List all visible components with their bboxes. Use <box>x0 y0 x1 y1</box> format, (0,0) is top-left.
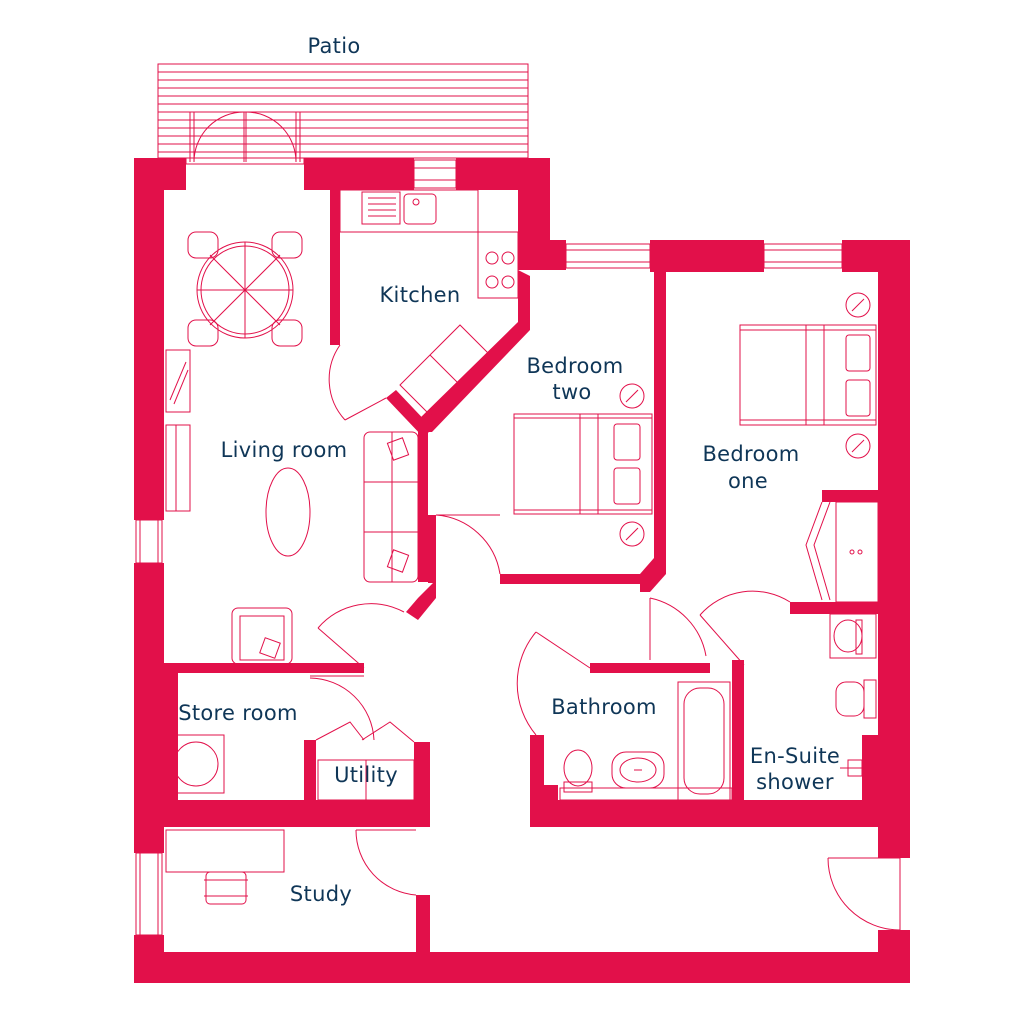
label-bedroom-two-line2: two <box>552 380 591 404</box>
label-utility: Utility <box>334 763 398 787</box>
dining-chairs <box>187 231 303 347</box>
label-living-room: Living room <box>221 438 348 462</box>
patio-decking <box>157 63 529 159</box>
diagonal-walls <box>330 270 744 672</box>
label-bedroom-one-line2: one <box>728 469 768 493</box>
furniture <box>165 189 879 905</box>
label-bedroom-two-line1: Bedroom <box>526 354 623 378</box>
label-en-suite-line2: shower <box>756 770 834 794</box>
label-en-suite-line1: En-Suite <box>750 744 840 768</box>
doors <box>193 111 901 931</box>
label-store-room: Store room <box>178 701 298 725</box>
label-bedroom-one-line1: Bedroom <box>702 442 799 466</box>
label-bathroom: Bathroom <box>551 695 657 719</box>
label-kitchen: Kitchen <box>379 283 460 307</box>
walls <box>134 158 910 983</box>
label-patio: Patio <box>307 34 360 58</box>
windows <box>135 112 843 936</box>
label-study: Study <box>290 882 352 906</box>
room-labels: Patio Kitchen Living room Bedroom two Be… <box>178 34 840 906</box>
